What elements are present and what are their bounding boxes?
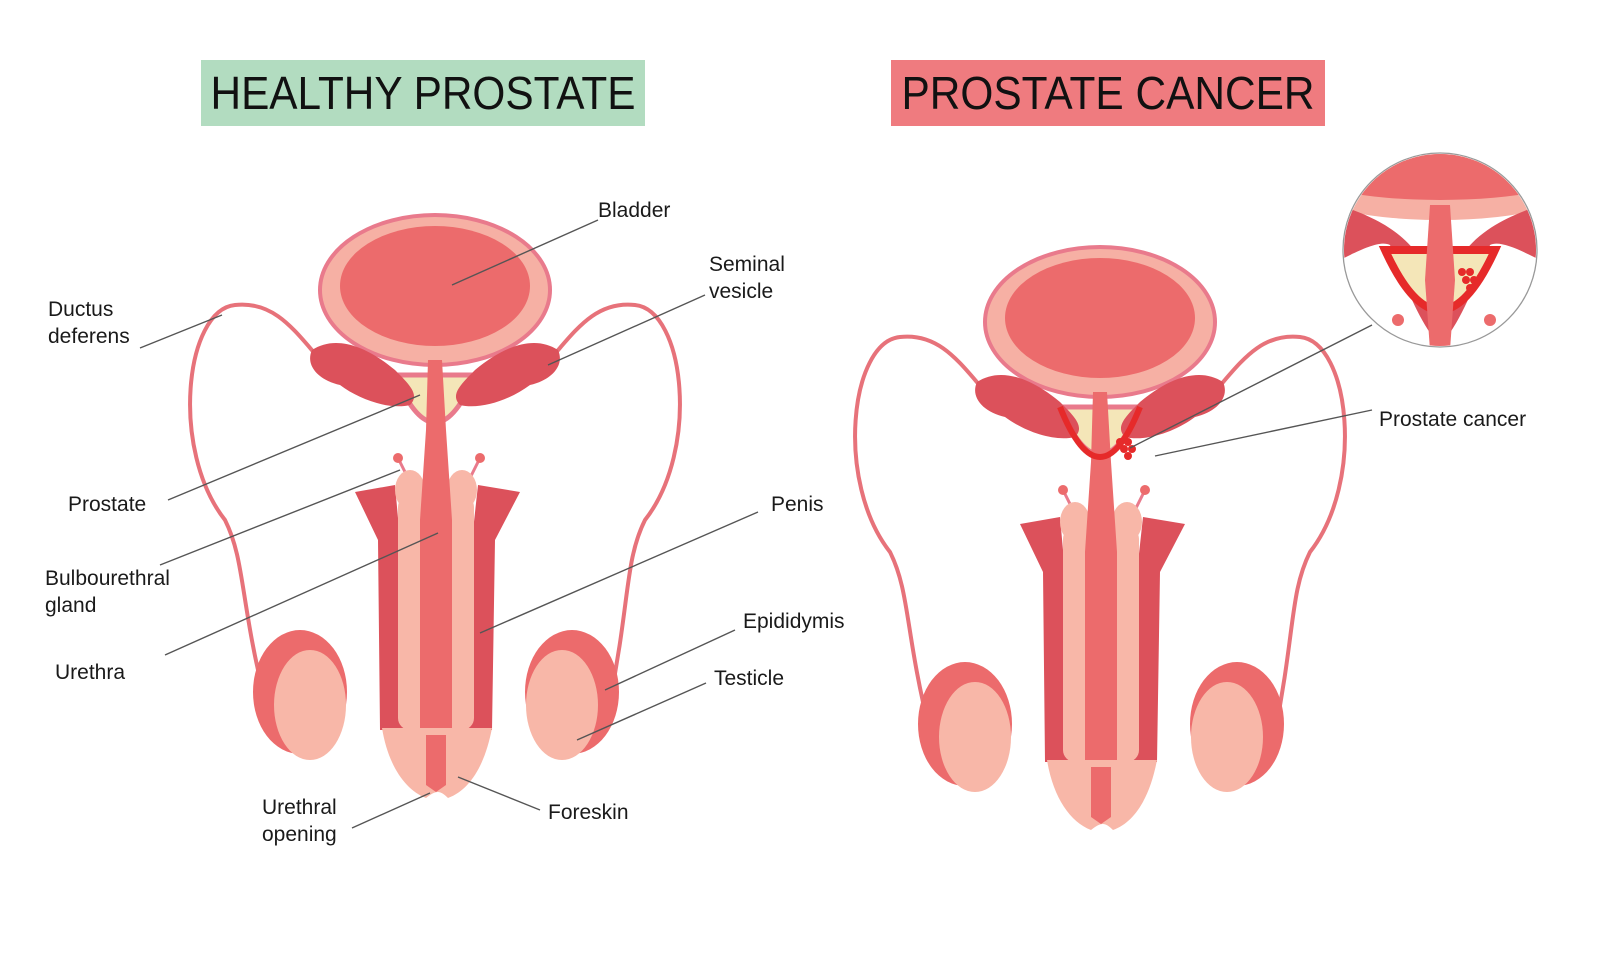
pointer-urethra [164,532,439,656]
label-bulbourethral-2: gland [45,594,96,617]
pointer-inset [1129,324,1373,449]
label-urethral-opening-2: opening [262,823,337,846]
tumor-cluster [1116,438,1136,460]
label-urethral-opening-1: Urethral [262,796,337,819]
label-penis: Penis [771,493,824,516]
label-urethra: Urethra [55,661,125,684]
label-epididymis: Epididymis [743,610,845,633]
label-seminal-vesicle-1: Seminal [709,253,785,276]
pointer-ductus-deferens [139,314,223,349]
healthy-anatomy [190,215,680,798]
tumor-rim [1057,405,1143,460]
zoom-inset [1342,152,1538,348]
pointer-prostate [167,394,421,501]
label-seminal-vesicle-2: vesicle [709,280,773,303]
pointer-bladder [451,219,599,286]
pointer-bulbourethral [159,469,401,566]
label-ductus-deferens-2: deferens [48,325,130,348]
cancer-banner [891,60,1325,126]
label-bladder: Bladder [598,199,670,222]
label-prostate-cancer: Prostate cancer [1379,408,1526,431]
pointer-lines [139,219,1373,829]
pointer-testicle [576,682,707,741]
cancer-title: PROSTATE CANCER [902,67,1315,119]
pointer-penis [479,511,759,634]
pointer-urethral-opening [351,792,431,829]
pointer-epididymis [604,629,736,691]
pointer-foreskin [457,776,541,811]
label-bulbourethral-1: Bulbourethral [45,567,170,590]
cancer-anatomy [855,247,1345,830]
pointer-prostate-cancer [1154,409,1373,457]
label-testicle: Testicle [714,667,784,690]
healthy-banner [201,60,645,126]
label-foreskin: Foreskin [548,801,629,824]
healthy-title: HEALTHY PROSTATE [211,67,636,119]
label-prostate: Prostate [68,493,146,516]
label-ductus-deferens-1: Ductus [48,298,113,321]
pointer-seminal-vesicle [547,294,706,366]
